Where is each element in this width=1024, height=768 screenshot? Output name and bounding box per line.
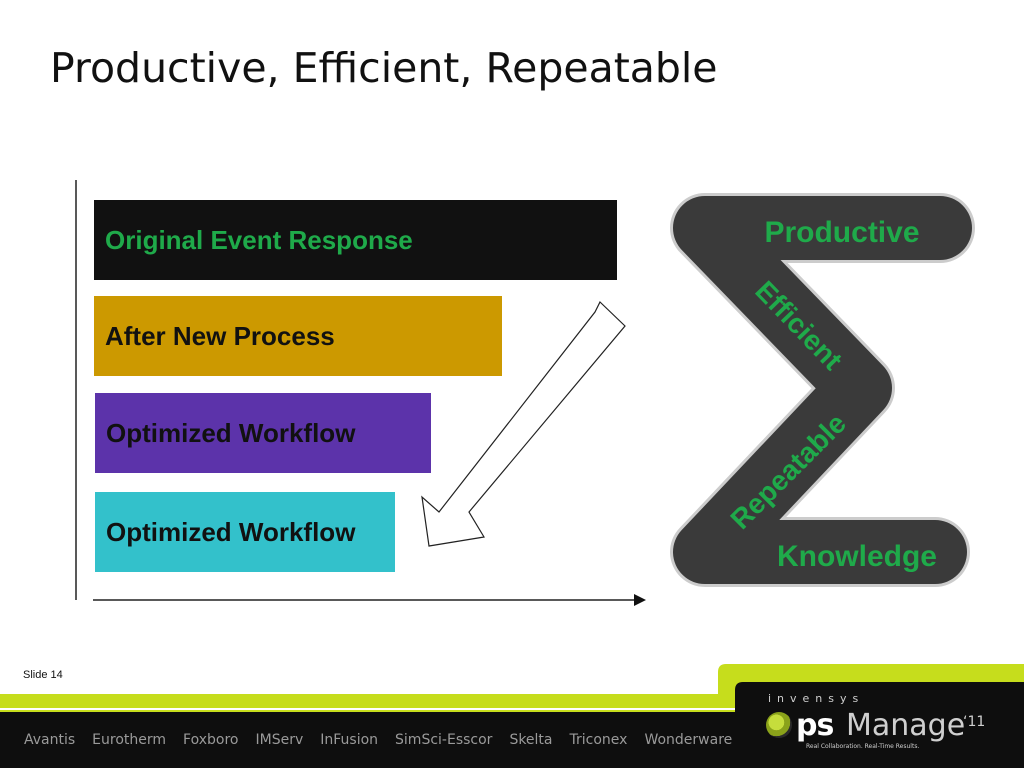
logo-tagline: Real Collaboration. Real-Time Results.: [806, 743, 920, 750]
brand-item: InFusion: [320, 732, 379, 748]
bar-optimized-workflow-2: Optimized Workflow: [95, 492, 395, 572]
logo-ops: ps: [796, 708, 834, 743]
brand-item: Skelta: [509, 732, 553, 748]
brand-item: Triconex: [569, 732, 628, 748]
footer-dark-panel: [0, 682, 1024, 768]
bar-label: Optimized Workflow: [106, 516, 356, 547]
brand-item: Foxboro: [183, 732, 239, 748]
bar-optimized-workflow-1: Optimized Workflow: [95, 393, 431, 473]
company-wordmark: invensys: [768, 692, 865, 705]
progress-arrow: [421, 301, 626, 547]
logo-o-icon: [766, 712, 792, 738]
brand-item: IMServ: [255, 732, 304, 748]
bar-label: After New Process: [105, 320, 335, 351]
bar-original-event-response: Original Event Response: [94, 200, 617, 280]
bar-after-new-process: After New Process: [94, 296, 502, 376]
slide-number: Slide 14: [23, 669, 63, 681]
footer-band: [0, 664, 1024, 768]
slide-title: Productive, Efficient, Repeatable: [50, 44, 718, 92]
brand-item: SimSci-Esscor: [395, 732, 493, 748]
logo-year: ‘11: [963, 714, 986, 730]
brand-list: Avantis Eurotherm Foxboro IMServ InFusio…: [24, 732, 732, 748]
opsmanage-logo: ps Manage ‘11 Real Collaboration. Real-T…: [766, 708, 1006, 756]
sigma-label-knowledge: Knowledge: [777, 540, 937, 573]
brand-item: Wonderware: [644, 732, 733, 748]
brand-item: Eurotherm: [92, 732, 167, 748]
horizontal-axis-arrowhead: [634, 594, 646, 606]
bar-label: Optimized Workflow: [106, 417, 356, 448]
bar-label: Original Event Response: [105, 224, 413, 255]
logo-manage: Manage: [846, 708, 966, 743]
sigma-label-productive: Productive: [764, 216, 919, 249]
sigma-shape: [670, 193, 975, 587]
brand-item: Avantis: [24, 732, 76, 748]
